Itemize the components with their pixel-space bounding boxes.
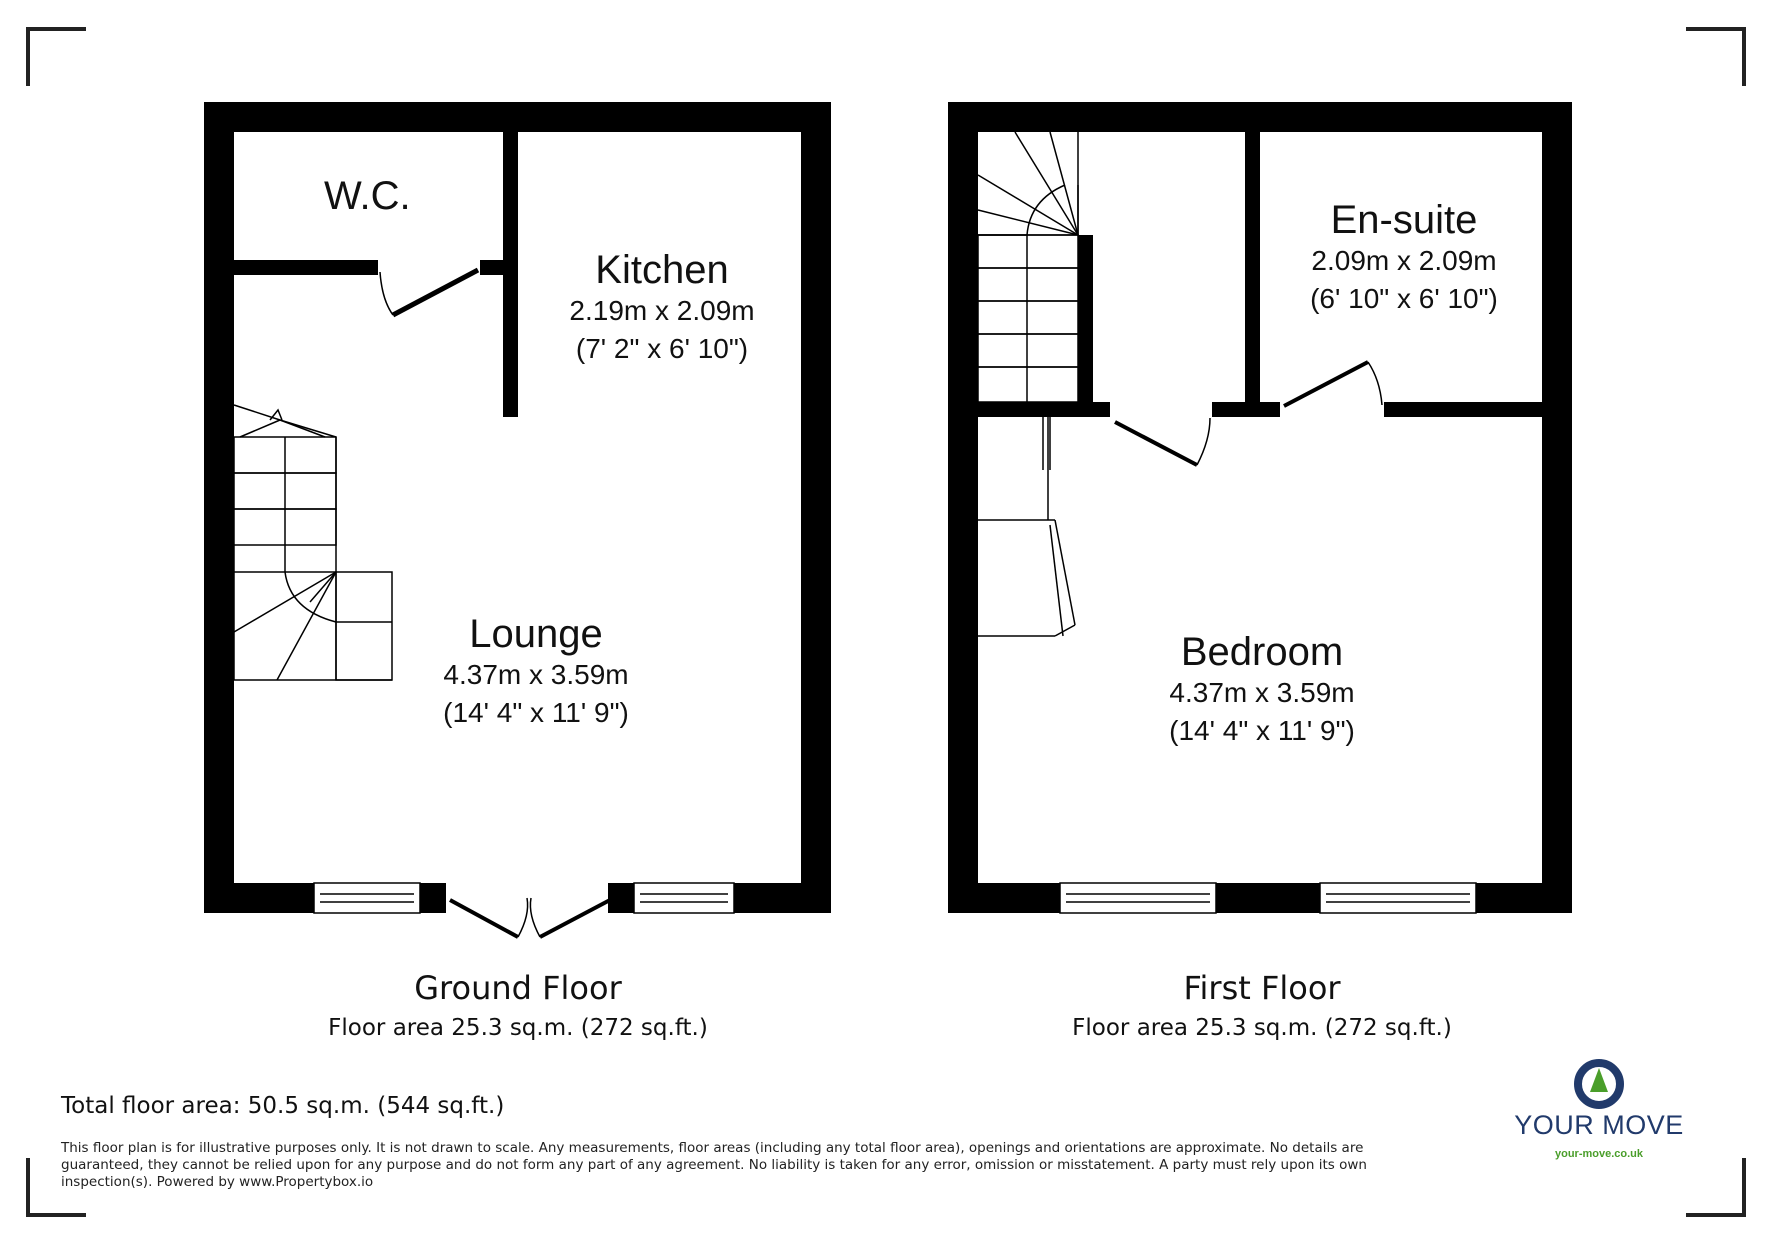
first-floor-area: Floor area 25.3 sq.m. (272 sq.ft.) xyxy=(1072,1015,1452,1041)
ensuite-name: En-suite xyxy=(1330,198,1478,242)
total-floor-area: Total floor area: 50.5 sq.m. (544 sq.ft.… xyxy=(61,1093,505,1119)
first-floor-stairs xyxy=(977,131,1079,637)
bedroom-room-label: Bedroom 4.37m x 3.59m (14' 4" x 11' 9") xyxy=(1169,630,1355,750)
ground-floor-area: Floor area 25.3 sq.m. (272 sq.ft.) xyxy=(328,1015,708,1041)
wc-label: W.C. xyxy=(324,174,411,218)
ground-floor-title: Ground Floor xyxy=(414,969,622,1007)
ground-floor-walls xyxy=(204,102,831,913)
first-floor-windows xyxy=(1059,882,1477,914)
first-floor-title: First Floor xyxy=(1183,969,1341,1007)
crop-marks xyxy=(26,27,1746,1217)
ensuite-metric: 2.09m x 2.09m xyxy=(1311,245,1497,276)
lounge-imperial: (14' 4" x 11' 9") xyxy=(443,697,629,728)
ground-floor-plan xyxy=(204,102,831,939)
your-move-logo-mark xyxy=(1574,1059,1624,1109)
bedroom-imperial: (14' 4" x 11' 9") xyxy=(1169,715,1355,746)
lounge-name: Lounge xyxy=(469,612,603,656)
ensuite-imperial: (6' 10" x 6' 10") xyxy=(1310,283,1498,314)
ensuite-room-label: En-suite 2.09m x 2.09m (6' 10" x 6' 10") xyxy=(1310,198,1498,318)
bedroom-metric: 4.37m x 3.59m xyxy=(1169,677,1355,708)
kitchen-metric: 2.19m x 2.09m xyxy=(569,295,755,326)
kitchen-imperial: (7' 2" x 6' 10") xyxy=(575,333,749,364)
lounge-room-label: Lounge 4.37m x 3.59m (14' 4" x 11' 9") xyxy=(443,612,629,732)
ground-floor-doors xyxy=(379,267,611,939)
bedroom-name: Bedroom xyxy=(1180,630,1344,674)
first-floor-walls xyxy=(948,102,1572,913)
kitchen-name: Kitchen xyxy=(595,248,729,292)
first-floor-plan xyxy=(948,102,1572,914)
disclaimer-text: This floor plan is for illustrative purp… xyxy=(61,1140,1367,1190)
ground-floor-stairs xyxy=(233,404,393,681)
ground-floor-windows xyxy=(313,882,735,914)
brand-name: YOUR MOVE xyxy=(1514,1110,1684,1140)
first-floor-doors xyxy=(1114,360,1383,467)
kitchen-room-label: Kitchen 2.19m x 2.09m (7' 2" x 6' 10") xyxy=(569,248,754,368)
brand-url: your-move.co.uk xyxy=(1554,1148,1644,1160)
lounge-metric: 4.37m x 3.59m xyxy=(443,659,629,690)
